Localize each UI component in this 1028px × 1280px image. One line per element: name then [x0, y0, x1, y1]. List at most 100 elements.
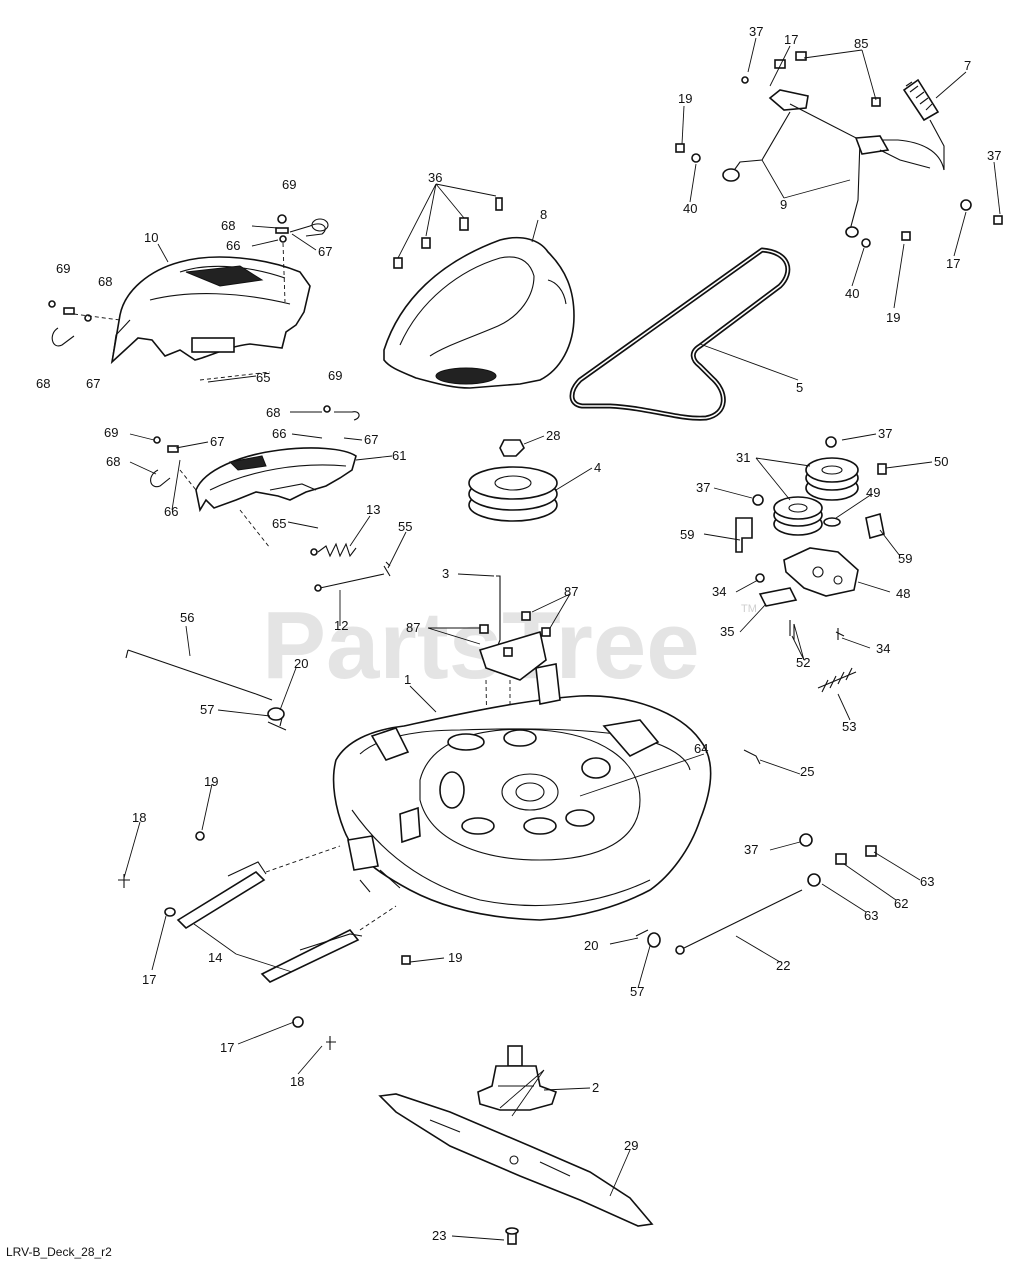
callout-label: 69	[56, 261, 70, 276]
callout-label: 65	[272, 516, 286, 531]
callout-label: 19	[448, 950, 462, 965]
watermark-trademark: TM	[741, 603, 757, 615]
callout-label: 7	[964, 58, 971, 73]
callout-label: 57	[630, 984, 644, 999]
callout-label: 63	[920, 874, 934, 889]
drive-belt	[569, 247, 791, 421]
callout-label: 18	[290, 1074, 304, 1089]
callout-label: 19	[204, 774, 218, 789]
callout-label: 57	[200, 702, 214, 717]
callout-label: 40	[683, 201, 697, 216]
callout-label: 69	[328, 368, 342, 383]
callout-label: 25	[800, 764, 814, 779]
hardware-cover-left	[48, 214, 329, 381]
callout-label: 62	[894, 896, 908, 911]
callout-label: 48	[896, 586, 910, 601]
callout-label: 66	[226, 238, 240, 253]
mower-blade	[378, 1093, 654, 1227]
callout-label: 66	[272, 426, 286, 441]
callout-label: 56	[180, 610, 194, 625]
callout-label: 1	[404, 672, 411, 687]
leader-lines	[123, 37, 1001, 1241]
blade-bolt	[505, 1227, 519, 1245]
deck-right-hardware	[635, 749, 877, 955]
callout-label: 37	[987, 148, 1001, 163]
callout-label: 31	[736, 450, 750, 465]
deck-cover-left	[110, 256, 311, 365]
callout-label: 68	[106, 454, 120, 469]
callout-labels: 37 17 85 7 19 37 40 9 17 40 19 36 8 69 6…	[36, 24, 1001, 1243]
callout-label: 59	[898, 551, 912, 566]
callout-label: 67	[364, 432, 378, 447]
callout-label: 19	[886, 310, 900, 325]
callout-label: 49	[866, 485, 880, 500]
callout-label: 34	[712, 584, 726, 599]
callout-label: 28	[546, 428, 560, 443]
callout-label: 40	[845, 286, 859, 301]
callout-label: 61	[392, 448, 406, 463]
callout-label: 68	[36, 376, 50, 391]
deck-cover-lower	[150, 405, 360, 549]
callout-label: 63	[864, 908, 878, 923]
callout-label: 37	[878, 426, 892, 441]
callout-label: 18	[132, 810, 146, 825]
callout-label: 68	[221, 218, 235, 233]
callout-label: 19	[678, 91, 692, 106]
callout-label: 20	[294, 656, 308, 671]
callout-label: 67	[318, 244, 332, 259]
callout-label: 10	[144, 230, 158, 245]
callout-label: 17	[142, 972, 156, 987]
callout-label: 13	[366, 502, 380, 517]
hardware-cover-right	[393, 197, 503, 269]
callout-label: 69	[104, 425, 118, 440]
callout-label: 37	[749, 24, 763, 39]
center-pulley	[468, 439, 558, 522]
callout-label: 29	[624, 1138, 638, 1153]
callout-label: 12	[334, 618, 348, 633]
drawing-code: LRV-B_Deck_28_r2	[6, 1245, 112, 1259]
callout-label: 9	[780, 197, 787, 212]
idler-pulley-assembly	[735, 436, 887, 693]
callout-label: 2	[592, 1080, 599, 1095]
callout-label: 68	[266, 405, 280, 420]
callout-label: 23	[432, 1228, 446, 1243]
callout-label: 8	[540, 207, 547, 222]
deck-cover-right	[383, 236, 575, 389]
callout-label: 17	[784, 32, 798, 47]
callout-label: 64	[694, 741, 708, 756]
spring-and-rods	[125, 542, 391, 731]
callout-label: 87	[564, 584, 578, 599]
callout-label: 68	[98, 274, 112, 289]
callout-label: 37	[696, 480, 710, 495]
callout-label: 59	[680, 527, 694, 542]
lift-linkage	[675, 51, 1003, 248]
blade-spindle	[477, 1045, 558, 1111]
callout-label: 4	[594, 460, 601, 475]
callout-label: 22	[776, 958, 790, 973]
callout-label: 85	[854, 36, 868, 51]
callout-label: 37	[744, 842, 758, 857]
callout-label: 66	[164, 504, 178, 519]
callout-label: 52	[796, 655, 810, 670]
callout-label: 17	[946, 256, 960, 271]
watermark-text: PartsTree	[262, 592, 700, 699]
mower-deck	[332, 663, 712, 921]
callout-label: 34	[876, 641, 890, 656]
callout-label: 17	[220, 1040, 234, 1055]
callout-label: 35	[720, 624, 734, 639]
callout-label: 69	[282, 177, 296, 192]
callout-label: 67	[210, 434, 224, 449]
callout-label: 36	[428, 170, 442, 185]
callout-label: 55	[398, 519, 412, 534]
callout-label: 3	[442, 566, 449, 581]
callout-label: 65	[256, 370, 270, 385]
callout-label: 50	[934, 454, 948, 469]
lift-arms	[118, 831, 411, 1050]
callout-label: 87	[406, 620, 420, 635]
callout-label: 67	[86, 376, 100, 391]
callout-label: 53	[842, 719, 856, 734]
callout-label: 14	[208, 950, 222, 965]
callout-label: 5	[796, 380, 803, 395]
